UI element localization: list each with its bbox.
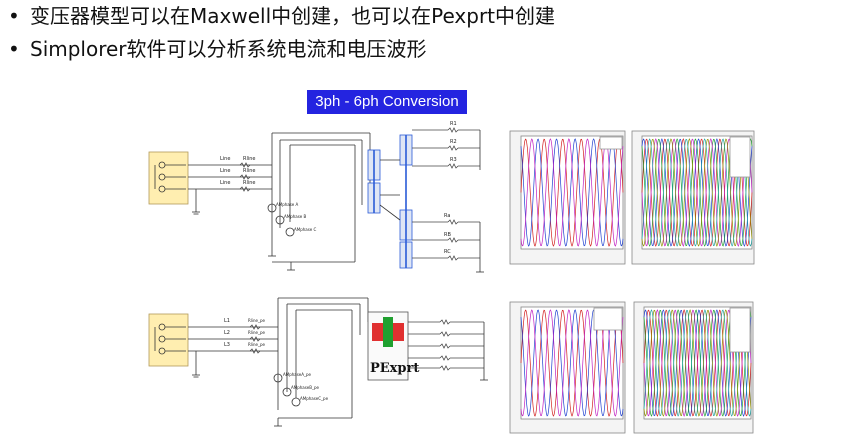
r3-label: R3: [450, 157, 457, 163]
ra-label: Ra: [444, 213, 450, 219]
rline-pe-label: Rline_pe: [248, 318, 266, 323]
rline-pe-label: Rline_pe: [248, 342, 266, 347]
bullet-text: Simplorer软件可以分析系统电流和电压波形: [30, 37, 427, 61]
resistor-icon: [239, 162, 251, 192]
ammeter-c-label: AMphase C: [294, 227, 317, 232]
bullet-item: • 变压器模型可以在Maxwell中创建，也可以在Pexprt中创建: [8, 0, 858, 33]
source-box-top: [148, 151, 189, 205]
waveform-trace: [641, 138, 753, 247]
line-label: Line: [220, 156, 230, 162]
line-label: Line: [220, 180, 230, 186]
ammeter-a-label: AMphase A: [276, 202, 299, 207]
waveform-trace: [643, 309, 752, 417]
rline-label: Rline: [243, 156, 256, 162]
ammeter-b-label: AMphase B: [284, 214, 307, 219]
line-label: Line: [220, 168, 230, 174]
transformer-icon: [367, 134, 413, 269]
ground-icon: [192, 189, 200, 215]
ammeter-c-pe-label: AMphaseC_pe: [300, 396, 329, 401]
ammeter-a-pe-label: AMphaseA_pe: [283, 372, 312, 377]
waveform-trace: [641, 138, 753, 247]
r2-label: R2: [450, 139, 457, 145]
diagram-title-banner: 3ph - 6ph Conversion: [307, 90, 467, 114]
ammeter-icon: [267, 203, 295, 237]
bullet-dot-icon: •: [8, 37, 20, 61]
ammeter-b-pe-label: AMphaseB_pe: [291, 385, 320, 390]
l3-label: L3: [224, 342, 230, 348]
pexprt-label: PExprt: [370, 361, 419, 376]
scope-panel: [509, 130, 626, 265]
source-box-bottom: [148, 313, 189, 367]
bullet-text: 变压器模型可以在Maxwell中创建，也可以在Pexprt中创建: [30, 4, 556, 28]
rline-pe-label: Rline_pe: [248, 330, 266, 335]
bullet-list: • 变压器模型可以在Maxwell中创建，也可以在Pexprt中创建 • Simpl…: [8, 0, 858, 66]
rline-label: Rline: [243, 180, 256, 186]
scope-panel: [509, 301, 626, 434]
bottom-schematic: PExprt: [148, 297, 488, 427]
ground-icon: [192, 351, 200, 378]
ammeter-icon: [273, 373, 301, 407]
scope-panel: [631, 130, 755, 265]
resistor-icon: [249, 324, 261, 354]
scope-panel: [633, 301, 754, 434]
bullet-dot-icon: •: [8, 4, 20, 28]
l2-label: L2: [224, 330, 230, 336]
bullet-item: • Simplorer软件可以分析系统电流和电压波形: [8, 33, 858, 66]
pexprt-block: [367, 311, 409, 381]
l1-label: L1: [224, 318, 230, 324]
r1-label: R1: [450, 121, 457, 127]
rc-label: RC: [444, 249, 451, 255]
rb-label: RB: [444, 232, 451, 238]
top-schematic: [148, 127, 484, 273]
waveform-trace: [643, 309, 752, 417]
rline-label: Rline: [243, 168, 256, 174]
